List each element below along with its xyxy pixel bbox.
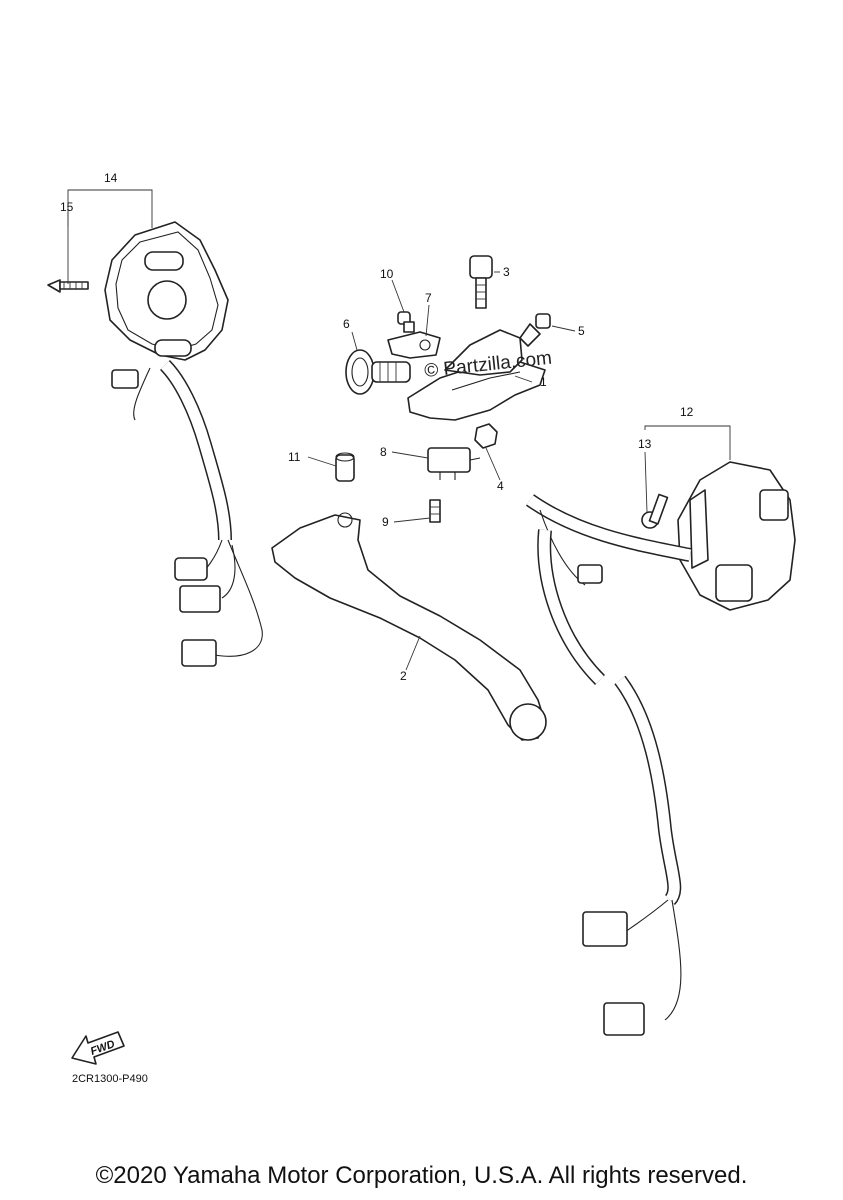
callout-1: 1 — [540, 375, 547, 389]
nut-4 — [474, 423, 498, 449]
screw-10 — [397, 311, 415, 333]
leader-lines — [67, 189, 731, 671]
callout-8: 8 — [380, 445, 387, 459]
switch-8 — [427, 447, 481, 480]
callout-5: 5 — [578, 324, 585, 338]
left-switch-screw — [47, 279, 89, 293]
callout-9: 9 — [382, 515, 389, 529]
callout-7: 7 — [425, 291, 432, 305]
callout-10: 10 — [380, 267, 394, 281]
right-switch-harness — [525, 494, 692, 1036]
adjuster-knob — [345, 349, 411, 395]
callout-12: 12 — [680, 405, 694, 419]
left-switch-harness — [111, 360, 263, 667]
screw-9 — [429, 499, 441, 523]
left-handlebar-switch — [104, 221, 229, 361]
lever-holder — [407, 329, 546, 421]
right-switch-screw — [641, 493, 669, 529]
callout-14: 14 — [104, 171, 118, 185]
holder-bolt — [469, 255, 493, 309]
callout-3: 3 — [503, 265, 510, 279]
holder-bolt-5 — [519, 313, 551, 347]
fwd-arrow-icon: FWD — [71, 1031, 125, 1065]
right-handlebar-switch — [677, 461, 796, 611]
callout-2: 2 — [400, 669, 407, 683]
bracket-7 — [387, 331, 441, 359]
callout-4: 4 — [497, 479, 504, 493]
callout-11: 11 — [288, 450, 301, 464]
clutch-lever — [271, 512, 547, 741]
callout-6: 6 — [343, 317, 350, 331]
diagram-code: 2CR1300-P490 — [72, 1073, 148, 1085]
callout-15: 15 — [60, 200, 74, 214]
copyright-notice: ©2020 Yamaha Motor Corporation, U.S.A. A… — [95, 1162, 748, 1189]
collar-11 — [335, 452, 355, 482]
callout-13: 13 — [638, 437, 652, 451]
